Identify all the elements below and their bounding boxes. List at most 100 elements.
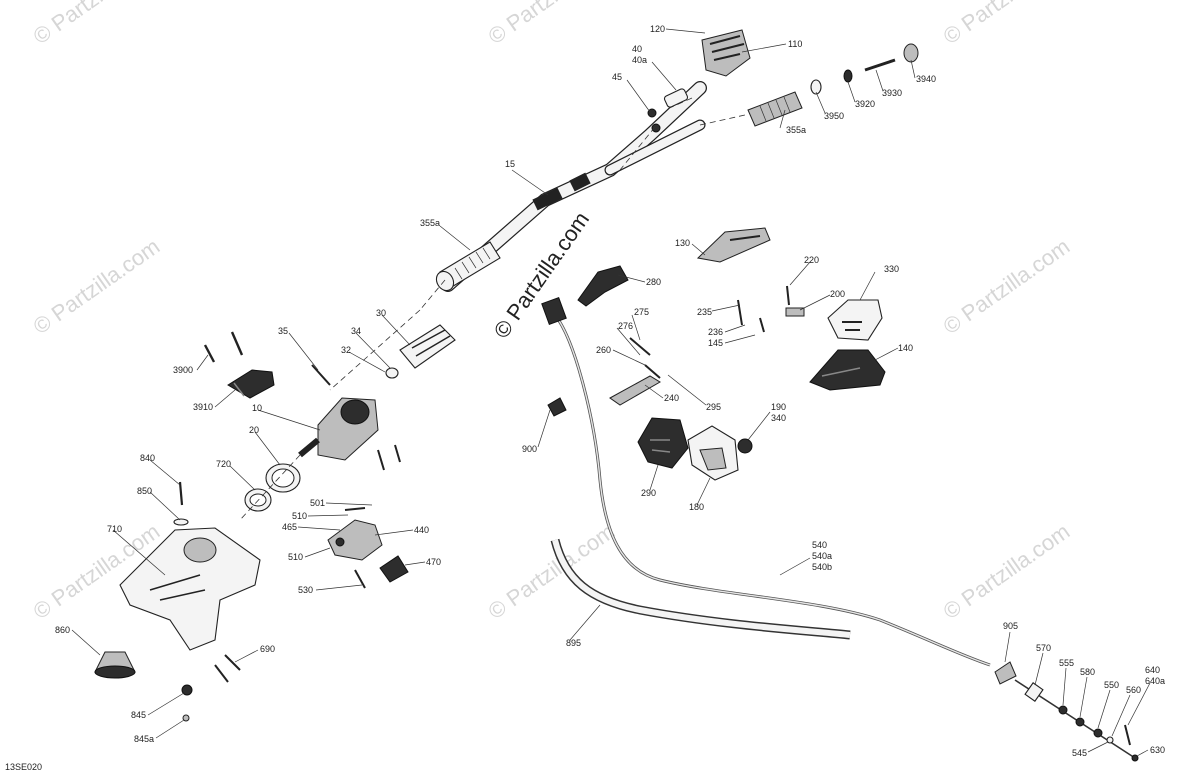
callout-710: 710 (107, 524, 122, 534)
bolts-3900 (203, 331, 244, 363)
watermark: © Partzilla.com (29, 0, 165, 49)
washer-34 (385, 367, 399, 379)
callout-355a-top: 355a (786, 125, 806, 135)
watermark: © Partzilla.com (939, 519, 1075, 625)
callout-276: 276 (618, 321, 633, 331)
callout-45: 45 (612, 72, 622, 82)
callout-540: 540 (812, 540, 827, 550)
fasteners-690 (214, 654, 241, 683)
callout-120: 120 (650, 24, 665, 34)
callout-295: 295 (706, 402, 721, 412)
callout-340: 340 (771, 413, 786, 423)
callout-3930: 3930 (882, 88, 902, 98)
callout-290: 290 (641, 488, 656, 498)
nut-845 (181, 684, 193, 696)
callout-501: 501 (310, 498, 325, 508)
boot-860 (94, 651, 136, 679)
callout-20: 20 (249, 425, 259, 435)
bracket-470 (379, 555, 409, 583)
callout-860: 860 (55, 625, 70, 635)
callout-280: 280 (646, 277, 661, 287)
throttle-housing-110 (647, 29, 751, 133)
callout-labels: 120 110 40 40a 45 3940 3930 3920 3950 35… (5, 24, 1165, 772)
bolts-35 (311, 364, 401, 471)
callout-15: 15 (505, 159, 515, 169)
callout-30: 30 (376, 308, 386, 318)
cover-330 (827, 299, 883, 341)
callout-180: 180 (689, 502, 704, 512)
callout-3910: 3910 (193, 402, 213, 412)
callout-3900: 3900 (173, 365, 193, 375)
callout-905: 905 (1003, 621, 1018, 631)
callout-3920: 3920 (855, 99, 875, 109)
callout-850: 850 (137, 486, 152, 496)
callout-720: 720 (216, 459, 231, 469)
cable-540 (541, 296, 991, 667)
lever-240 (609, 375, 661, 406)
lever-280 (577, 265, 629, 307)
callout-145: 145 (708, 338, 723, 348)
callout-35: 35 (278, 326, 288, 336)
fasteners-840-850 (173, 481, 189, 526)
callout-110: 110 (788, 39, 802, 49)
callout-900: 900 (522, 444, 537, 454)
callout-40a: 40a (632, 55, 647, 65)
cable-end-fittings (994, 661, 1139, 762)
callout-640: 640 (1145, 665, 1160, 675)
watermark: © Partzilla.com (29, 234, 165, 340)
plate-440 (327, 519, 383, 561)
callout-235: 235 (697, 307, 712, 317)
callout-220: 220 (804, 255, 819, 265)
watermark: © Partzilla.com (939, 234, 1075, 340)
stem-clamp-30 (399, 324, 456, 369)
callout-465: 465 (282, 522, 297, 532)
hose-895 (550, 538, 851, 640)
callout-10: 10 (252, 403, 262, 413)
callout-40: 40 (632, 44, 642, 54)
clip-900 (547, 397, 567, 417)
callout-540b: 540b (812, 562, 832, 572)
callout-240: 240 (664, 393, 679, 403)
callout-260: 260 (596, 345, 611, 355)
callout-510-b: 510 (288, 552, 303, 562)
callout-530: 530 (298, 585, 313, 595)
cover-130 (696, 227, 771, 263)
callout-3950: 3950 (824, 111, 844, 121)
housing-140 (809, 349, 886, 391)
callout-3940: 3940 (916, 74, 936, 84)
screws-switch (629, 285, 805, 379)
callout-545: 545 (1072, 748, 1087, 758)
leader-lines (71, 28, 1151, 757)
housing-290 (637, 417, 689, 469)
callout-560: 560 (1126, 685, 1141, 695)
callout-840: 840 (140, 453, 155, 463)
callout-690: 690 (260, 644, 275, 654)
callout-200: 200 (830, 289, 845, 299)
ring-20 (265, 463, 301, 493)
callout-845: 845 (131, 710, 146, 720)
clamp-3910 (227, 369, 275, 399)
callout-580: 580 (1080, 667, 1095, 677)
callout-140: 140 (898, 343, 913, 353)
watermark: © Partzilla.com (484, 0, 620, 49)
stem-10 (298, 397, 379, 461)
callout-236: 236 (708, 327, 723, 337)
callout-470: 470 (426, 557, 441, 567)
callout-555: 555 (1059, 658, 1074, 668)
callout-510-a: 510 (292, 511, 307, 521)
callout-440: 440 (414, 525, 429, 535)
callout-630: 630 (1150, 745, 1165, 755)
callout-34: 34 (351, 326, 361, 336)
right-grip-355a (747, 91, 803, 127)
callout-570: 570 (1036, 643, 1051, 653)
callout-895: 895 (566, 638, 581, 648)
callout-32: 32 (341, 345, 351, 355)
callout-845a: 845a (134, 734, 154, 744)
callout-130: 130 (675, 238, 690, 248)
callout-330: 330 (884, 264, 899, 274)
screws-510 (344, 507, 366, 589)
callout-275: 275 (634, 307, 649, 317)
washer-845a (182, 714, 190, 722)
left-grip-355a (435, 241, 501, 292)
